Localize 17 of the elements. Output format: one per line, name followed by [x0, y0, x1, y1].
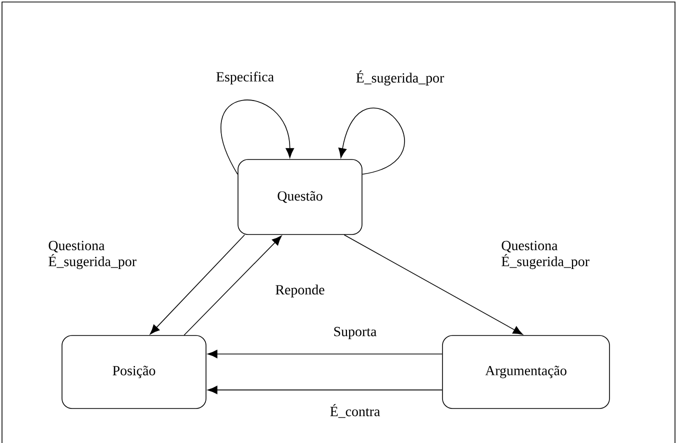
edge-label: É_sugerida_por: [356, 70, 444, 86]
arrow: [344, 234, 523, 335]
state-box: Argumentação: [442, 335, 610, 409]
edge-label: Suporta: [334, 326, 376, 340]
arrow: [338, 108, 405, 175]
arrow: [184, 236, 282, 336]
edge-label: Reponde: [276, 284, 324, 298]
arrow: [208, 350, 442, 358]
arrow: [150, 234, 245, 334]
edge-label: Questiona É_sugerida_por: [48, 240, 136, 270]
state-box: Questão: [238, 159, 362, 235]
arrow: [208, 386, 442, 394]
edge-label: É_contra: [330, 404, 380, 418]
edge-label: Especifica: [216, 72, 274, 84]
state-box: Posição: [62, 335, 206, 409]
edge-label: Questiona É_sugerida_por: [502, 240, 590, 270]
arrow: [221, 100, 294, 175]
